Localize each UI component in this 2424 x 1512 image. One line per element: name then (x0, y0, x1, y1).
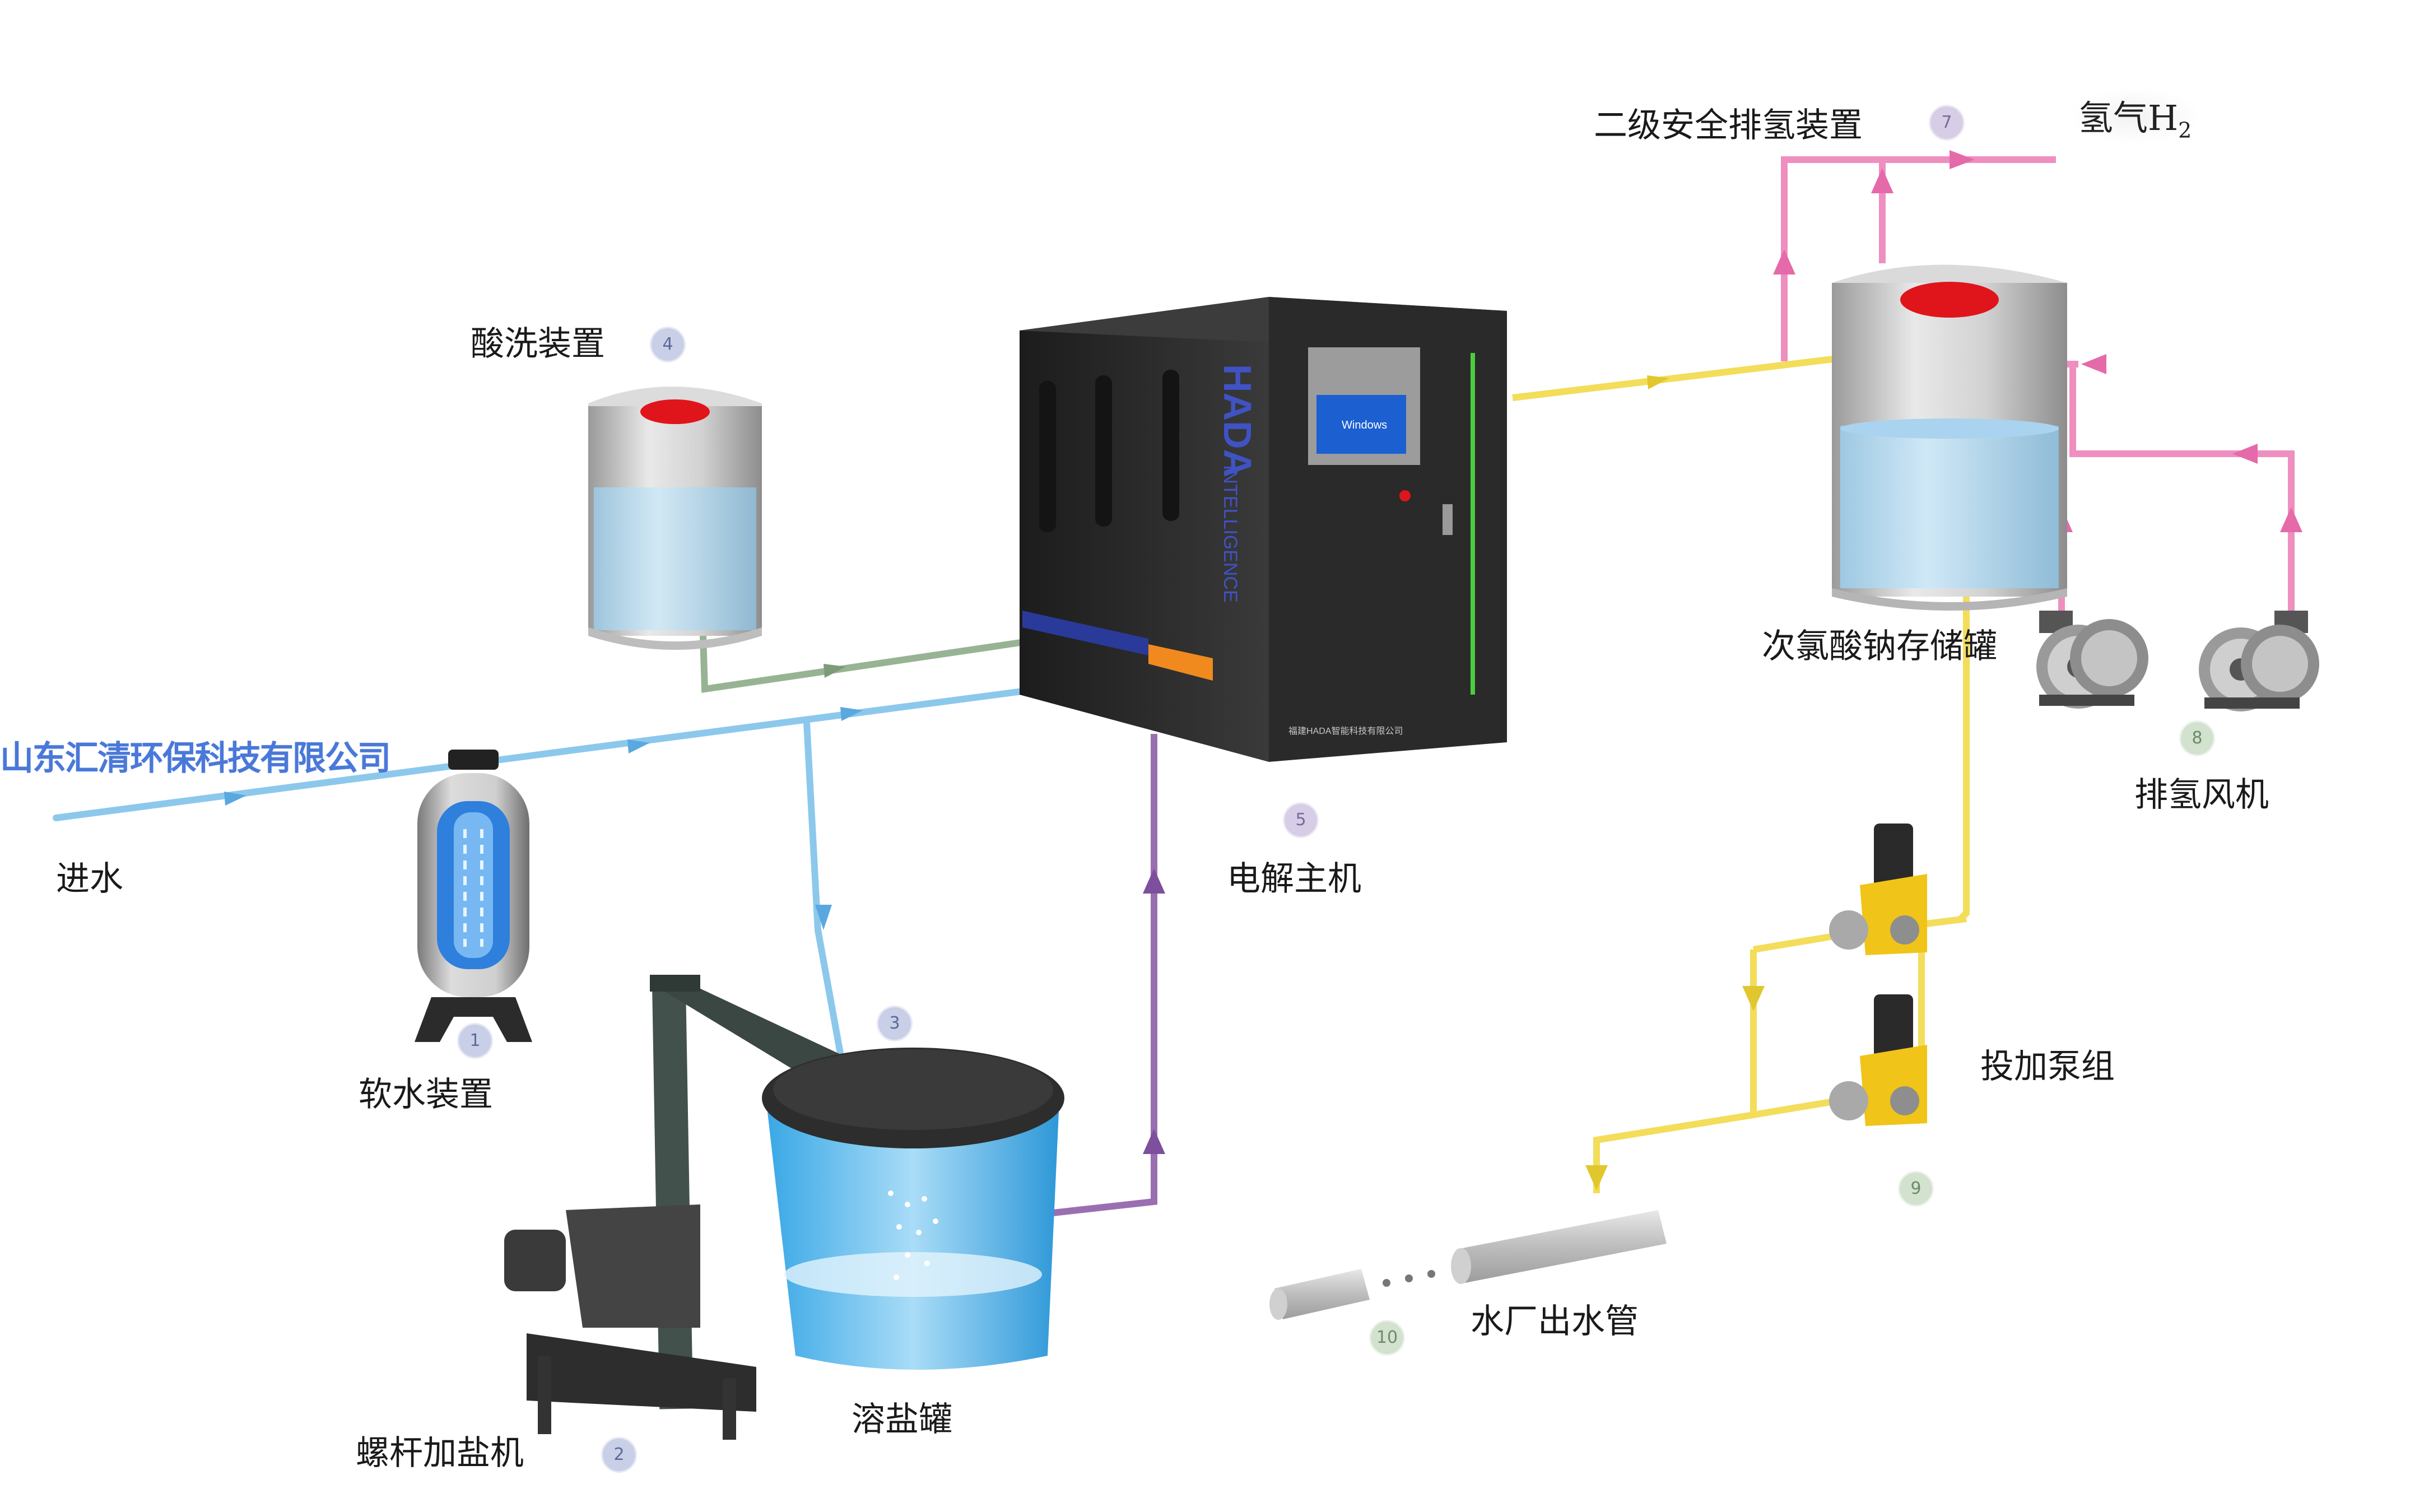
pump-manifold-pipe (1593, 950, 1757, 1193)
machine-hmi-screen (1316, 395, 1406, 454)
water-pipe-arrows (224, 707, 863, 930)
flow-arrow (1742, 986, 1765, 1011)
softener-cap (448, 750, 499, 770)
machine-green-light (1471, 353, 1475, 695)
hydrogen-blowers (2036, 611, 2319, 711)
plant-outlet-pipe (1269, 1210, 1667, 1320)
badge-5: 5 (1283, 802, 1319, 838)
softener-flow-icon (463, 829, 483, 947)
salt-hopper (566, 1204, 700, 1328)
machine-blue-stripe (1022, 611, 1148, 655)
label-hydrogen: 氢气H2 (2073, 90, 2198, 143)
machine-to-storage-pipe (1512, 355, 1838, 401)
flow-arrow (2232, 444, 2258, 464)
flow-arrow (2081, 354, 2106, 374)
label-blower: 排氢风机 (2134, 775, 2269, 815)
branch-to-dissolve-tank (803, 719, 844, 1057)
label-secondary-vent: 二级安全排氢装置 (1594, 106, 1863, 145)
dosing-pump-2 (1829, 994, 1927, 1126)
dosing-pumps (1829, 824, 1927, 1126)
label-dissolve-tank: 溶盐罐 (852, 1400, 952, 1439)
acid-tank-bottom (588, 627, 762, 650)
storage-tank (1832, 264, 2067, 611)
badge-8: 8 (2179, 720, 2215, 756)
storage-tank-liquid (1840, 426, 2059, 588)
blower-2 (2199, 611, 2319, 711)
flow-arrow (840, 707, 863, 721)
label-dosing-pumps: 投加泵组 (1980, 1047, 2115, 1086)
badge-1: 1 (457, 1023, 493, 1059)
water-pipes (53, 687, 1034, 1057)
badge-9: 9 (1898, 1171, 1934, 1207)
label-outlet-pipe: 水厂出水管 (1471, 1302, 1639, 1341)
softener-base (415, 997, 532, 1042)
flow-arrow (1773, 249, 1795, 275)
flow-arrow (815, 905, 832, 930)
flow-arrow (1143, 1129, 1165, 1154)
machine-power-button (1399, 490, 1411, 501)
label-electrolyzer: 电解主机 (1227, 859, 1361, 899)
flow-arrow (1871, 168, 1893, 193)
acid-wash-tank (588, 387, 762, 650)
machine-brand-sub: INTELLIGENCE (1220, 465, 1241, 603)
label-softener: 软水装置 (359, 1075, 493, 1114)
flow-arrow (823, 664, 846, 678)
dissolve-tank-liquid-top (784, 1252, 1042, 1297)
label-screw-salt: 螺杆加盐机 (356, 1434, 524, 1473)
label-acid-wash: 酸洗装置 (471, 324, 605, 364)
badge-4: 4 (650, 327, 686, 362)
flow-arrow (224, 792, 246, 806)
screw-salt-feeder (504, 975, 874, 1440)
product-pipe-arrows (1585, 375, 1765, 1190)
machine-orange-stripe (1148, 644, 1213, 681)
badge-10: 10 (1369, 1320, 1405, 1356)
machine-nameplate: 福建HADA智能科技有限公司 (1288, 726, 1403, 736)
flow-arrow (627, 739, 650, 753)
feeder-frame (527, 1333, 756, 1412)
salt-particles (888, 1190, 938, 1280)
flow-arrow (2280, 507, 2302, 532)
acid-tank-lid (640, 399, 710, 424)
machine-side (1020, 297, 1269, 762)
dissolve-tank-body (767, 1112, 1059, 1370)
badge-2: 2 (601, 1437, 637, 1473)
flow-arrow (1585, 1165, 1608, 1190)
electrolyzer-machine: HADA INTELLIGENCE Windows 福建HADA智能科技有限公司 (1020, 297, 1507, 762)
feeder-motor (504, 1230, 566, 1291)
label-storage-tank: 次氯酸钠存储罐 (1762, 627, 1997, 666)
inlet-pipe (53, 687, 1034, 821)
machine-brand: HADA (1216, 364, 1259, 477)
badge-7: 7 (1929, 105, 1965, 141)
flow-arrow (1950, 150, 1975, 169)
pump-feed-pipe-1 (1918, 915, 1967, 1098)
acid-wash-pipe (700, 635, 1029, 693)
label-inlet: 进水 (56, 859, 123, 899)
badge-3: 3 (877, 1006, 913, 1041)
machine-key-slot (1443, 504, 1453, 535)
blower-pipe-split (2069, 364, 2295, 611)
acid-tank-liquid (594, 487, 756, 630)
storage-tank-lid (1900, 282, 1999, 318)
storage-tank-bottom (1832, 588, 2067, 611)
dosing-pump-1 (1829, 824, 1927, 955)
flow-arrow (1143, 868, 1165, 894)
company-name: 山东汇清环保科技有限公司 (0, 739, 391, 778)
softener-unit (415, 750, 532, 1042)
dissolve-tank (762, 1048, 1064, 1370)
flow-arrow (1647, 375, 1669, 389)
machine-screen-text: Windows (1342, 419, 1387, 431)
blower-1 (2036, 611, 2148, 709)
brine-pipe (1053, 734, 1157, 1216)
